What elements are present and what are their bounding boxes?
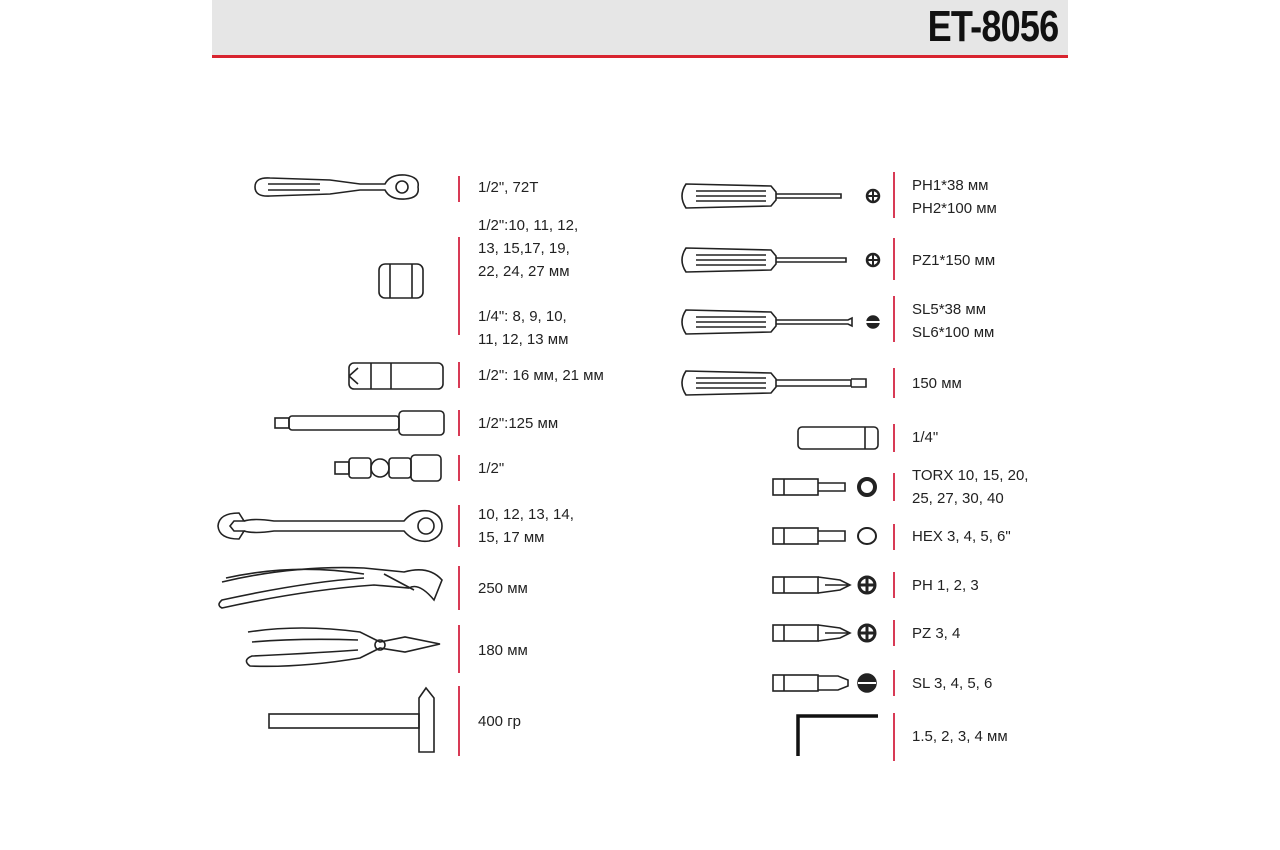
pliers-icon <box>240 622 445 672</box>
hammer-icon <box>266 686 446 758</box>
divider <box>893 473 895 501</box>
slotted-screwdriver-icon <box>676 306 886 338</box>
item-label: 150 мм <box>912 375 962 392</box>
divider <box>893 670 895 696</box>
ph-bit-icon <box>770 572 880 598</box>
divider <box>458 176 460 202</box>
divider <box>893 424 895 452</box>
sl-bit-icon <box>770 670 880 696</box>
water-pump-pliers-icon <box>214 560 446 616</box>
combination-wrench-icon <box>214 505 446 547</box>
header-divider <box>212 55 1068 58</box>
model-title: ET-8056 <box>927 2 1058 51</box>
item-label: 1/4" <box>912 429 939 446</box>
divider <box>458 505 460 547</box>
divider <box>893 524 895 550</box>
divider <box>458 362 460 388</box>
item-label: 1/4": 8, 9, 10, 11, 12, 13 мм <box>478 308 569 348</box>
ratchet-icon <box>250 172 450 202</box>
pz-bit-icon <box>770 620 880 646</box>
divider <box>458 566 460 610</box>
item-label: SL5*38 мм SL6*100 мм <box>912 301 995 341</box>
item-label: PZ1*150 мм <box>912 252 996 269</box>
item-label: 1.5, 2, 3, 4 мм <box>912 728 1008 745</box>
divider <box>458 686 460 756</box>
hex-bit-icon <box>770 523 880 549</box>
divider <box>458 410 460 436</box>
divider <box>893 713 895 761</box>
divider <box>458 625 460 673</box>
item-label: 1/2", 72T <box>478 179 539 196</box>
divider <box>458 237 460 335</box>
divider <box>893 368 895 398</box>
header-bar <box>212 0 1068 55</box>
item-label: TORX 10, 15, 20, 25, 27, 30, 40 <box>912 467 1029 507</box>
divider <box>458 455 460 481</box>
item-label: SL 3, 4, 5, 6 <box>912 675 993 692</box>
divider <box>893 620 895 646</box>
hex-key-icon <box>792 712 882 758</box>
item-label: PZ 3, 4 <box>912 625 961 642</box>
item-label: 400 гр <box>478 713 522 730</box>
item-label: HEX 3, 4, 5, 6" <box>912 528 1011 545</box>
item-label: 1/2":10, 11, 12, 13, 15,17, 19, 22, 24, … <box>478 217 579 280</box>
bit-adapter-icon <box>795 424 881 452</box>
torx-bit-icon <box>770 474 880 500</box>
item-label: 1/2": 16 мм, 21 мм <box>478 367 604 384</box>
divider <box>893 572 895 598</box>
extension-bar-icon <box>272 408 447 438</box>
deep-socket-icon <box>346 360 446 392</box>
item-label: 10, 12, 13, 14, 15, 17 мм <box>478 506 574 546</box>
item-label: PH 1, 2, 3 <box>912 577 979 594</box>
divider <box>893 172 895 218</box>
item-label: 1/2":125 мм <box>478 415 559 432</box>
divider <box>893 238 895 280</box>
pozidriv-screwdriver-icon <box>676 244 886 276</box>
bit-holder-screwdriver-icon <box>676 367 886 399</box>
divider <box>893 296 895 342</box>
phillips-screwdriver-icon <box>676 180 886 212</box>
item-label: 180 мм <box>478 642 528 659</box>
socket-icon <box>376 260 426 302</box>
item-label: 250 мм <box>478 580 528 597</box>
universal-joint-icon <box>332 452 444 484</box>
item-label: 1/2" <box>478 460 505 477</box>
item-label: PH1*38 мм PH2*100 мм <box>912 177 997 217</box>
